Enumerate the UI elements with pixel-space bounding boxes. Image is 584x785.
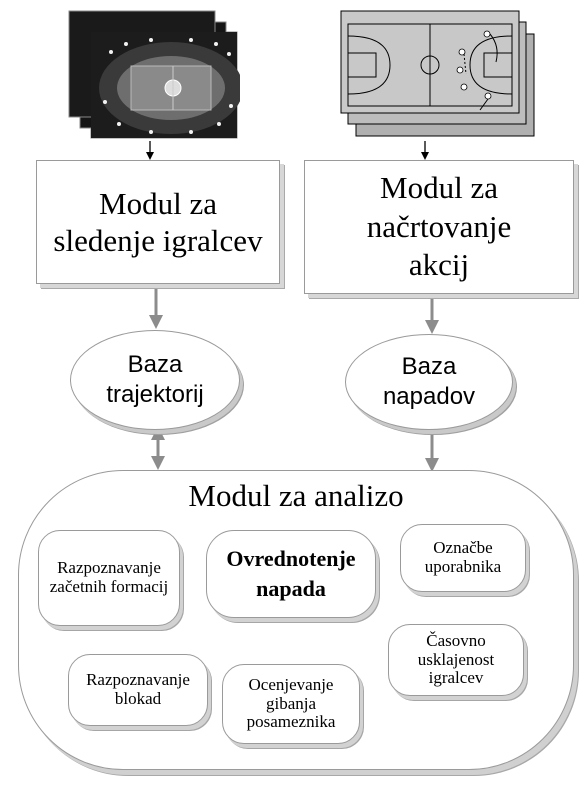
trajectories-database: Baza trajektorij xyxy=(70,330,240,430)
attacks-database: Baza napadov xyxy=(345,334,513,430)
planning-module-box: Modul za načrtovanje akcij xyxy=(304,160,574,294)
user-annotations-label: Označbe uporabnika xyxy=(424,538,502,576)
court-play-icon xyxy=(340,10,535,137)
timing-box: Časovno usklajenost igralcev xyxy=(388,624,524,696)
video-frames-stack xyxy=(68,10,243,140)
evaluation-center-label: Ovrednotenje napada xyxy=(226,546,356,601)
arena-video-icon xyxy=(68,10,243,139)
tracking-module-label: Modul za sledenje igralcev xyxy=(53,185,263,258)
court-diagram-stack xyxy=(340,10,536,138)
defender-motion-label: Ocenjevanje gibanja posameznika xyxy=(246,674,336,732)
screens-box: Razpoznavanje blokad xyxy=(68,654,208,726)
screens-label: Razpoznavanje blokad xyxy=(86,670,190,708)
tracking-module-box: Modul za sledenje igralcev xyxy=(36,160,280,284)
planning-module-label: Modul za načrtovanje akcij xyxy=(366,169,512,283)
attacks-database-label: Baza napadov xyxy=(382,353,476,410)
initial-formations-box: Razpoznavanje začetnih formacij xyxy=(38,530,180,626)
initial-formations-label: Razpoznavanje začetnih formacij xyxy=(49,558,169,596)
trajectories-database-label: Baza trajektorij xyxy=(106,351,204,408)
user-annotations-box: Označbe uporabnika xyxy=(400,524,526,592)
evaluation-center-box: Ovrednotenje napada xyxy=(206,530,376,618)
analysis-module-title: Modul za analizo xyxy=(188,478,404,513)
timing-label: Časovno usklajenost igralcev xyxy=(417,630,495,688)
defender-motion-box: Ocenjevanje gibanja posameznika xyxy=(222,664,360,744)
